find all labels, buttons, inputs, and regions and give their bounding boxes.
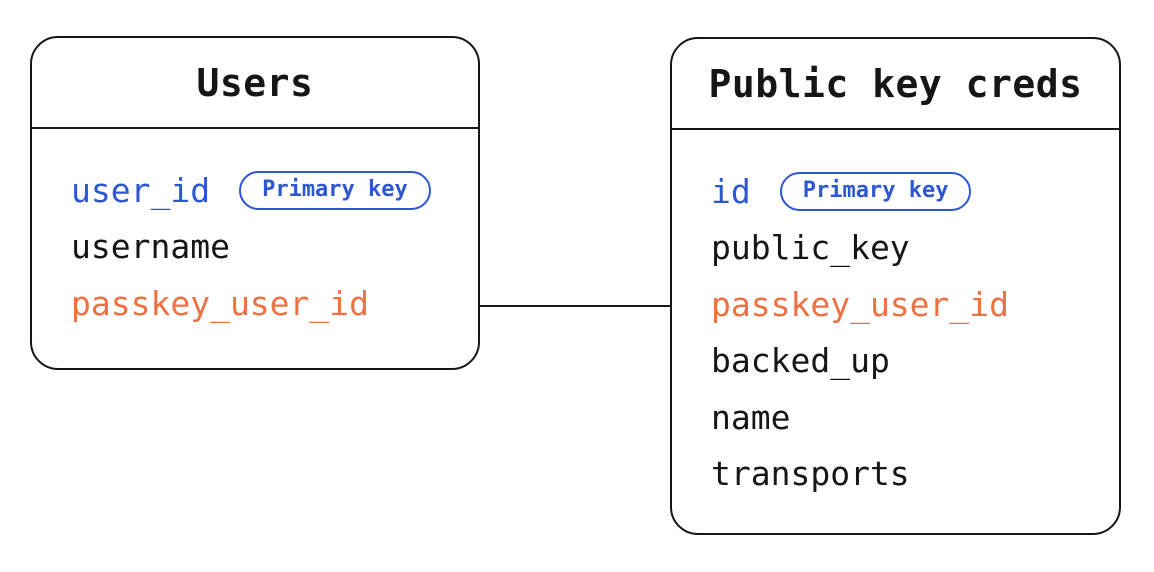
table-users-title: Users — [196, 60, 314, 105]
field-row-backed-up: backed_up — [711, 333, 1119, 390]
primary-key-badge: Primary key — [779, 171, 972, 211]
field-name-id: id — [711, 171, 751, 211]
field-name-public-key: public_key — [711, 228, 910, 268]
table-public-key-creds: Public key creds id Primary key public_k… — [670, 37, 1121, 535]
table-public-key-creds-fields: id Primary key public_key passkey_user_i… — [672, 130, 1119, 502]
field-row-passkey-user-id: passkey_user_id — [711, 276, 1119, 333]
field-name-name: name — [711, 397, 791, 437]
field-name-user-id: user_id — [71, 170, 211, 210]
field-row-name: name — [711, 389, 1119, 446]
table-users-fields: user_id Primary key username passkey_use… — [32, 129, 478, 332]
table-users-header: Users — [32, 38, 478, 129]
field-name-backed-up: backed_up — [711, 341, 890, 381]
field-row-username: username — [71, 219, 478, 276]
relationship-line — [480, 304, 670, 307]
field-row-transports: transports — [711, 446, 1119, 503]
primary-key-badge: Primary key — [239, 170, 431, 210]
field-row-id: id Primary key — [711, 163, 1119, 220]
field-name-transports: transports — [711, 454, 910, 494]
field-row-passkey-user-id: passkey_user_id — [71, 275, 478, 332]
field-row-user-id: user_id Primary key — [71, 162, 478, 219]
field-name-passkey-user-id: passkey_user_id — [711, 284, 1010, 324]
table-users: Users user_id Primary key username passk… — [30, 36, 480, 370]
field-name-passkey-user-id: passkey_user_id — [71, 283, 370, 323]
field-name-username: username — [71, 227, 230, 267]
table-public-key-creds-header: Public key creds — [672, 39, 1119, 130]
field-row-public-key: public_key — [711, 220, 1119, 277]
table-public-key-creds-title: Public key creds — [708, 61, 1083, 106]
